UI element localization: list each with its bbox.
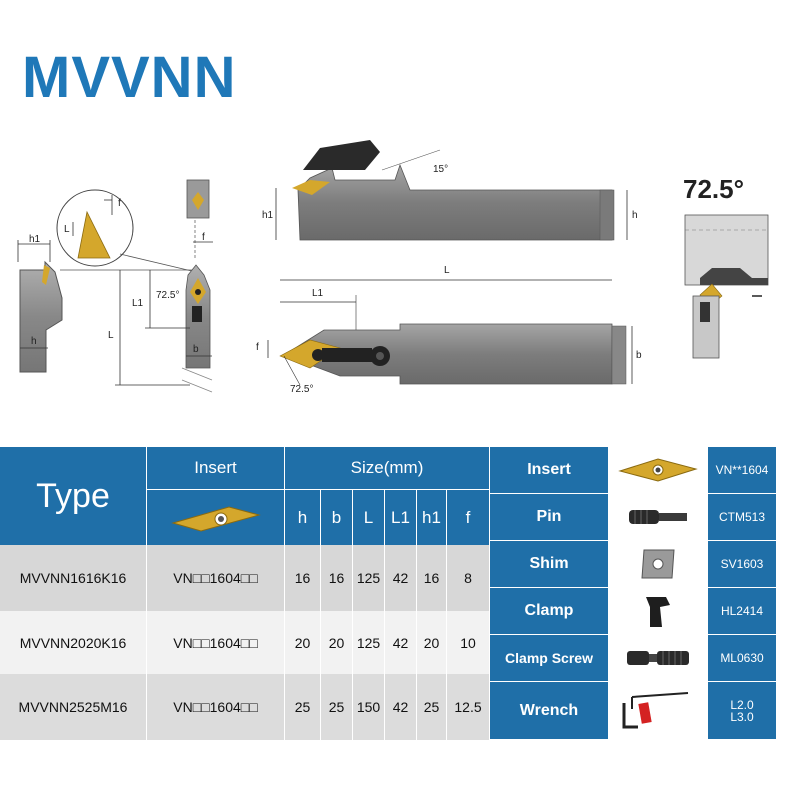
component-image: [610, 682, 706, 739]
h-label: h: [31, 336, 37, 347]
insert-image-cell: [147, 490, 284, 545]
clamp-icon: [646, 597, 670, 627]
component-image: [610, 447, 706, 493]
b-top-label: b: [636, 350, 642, 361]
table-cell-b: 16: [321, 545, 352, 611]
h1-side-label: h1: [262, 210, 274, 221]
component-label: Clamp Screw: [490, 635, 608, 681]
spec-table: Type Insert Size(mm) h b L L1 h1 f MVVNN…: [0, 447, 489, 740]
table-cell-l: 125: [353, 611, 384, 674]
component-row-insert: Insert VN**1604: [490, 447, 776, 494]
l-detail-label: L: [64, 224, 70, 235]
col-f: f: [447, 490, 489, 545]
clamp-screw-icon: [627, 651, 689, 665]
table-row-type: MVVNN2525M16: [0, 674, 146, 740]
page-title: MVVNN: [22, 45, 237, 110]
components-table: Insert VN**1604 Pin CTM513 Shim: [490, 447, 776, 740]
col-h1: h1: [417, 490, 446, 545]
side-view: 15° h1 h: [262, 140, 638, 241]
l1-front-label: L1: [132, 298, 144, 309]
f-detail-label: f: [118, 198, 121, 209]
component-code: VN**1604: [708, 447, 776, 493]
hex-wrench-icon: [622, 691, 689, 728]
top-view: L L1 f b 72.5°: [256, 265, 642, 395]
component-code: ML0630: [708, 635, 776, 681]
component-row-clamp-screw: Clamp Screw ML0630: [490, 635, 776, 682]
table-cell-h1: 25: [417, 674, 446, 740]
component-label: Pin: [490, 494, 608, 540]
pin-screw-icon: [629, 510, 687, 524]
component-row-wrench: Wrench L2.0 L3.0: [490, 682, 776, 740]
table-cell-h: 16: [285, 545, 320, 611]
h1-label: h1: [29, 234, 41, 245]
component-label: Insert: [490, 447, 608, 493]
col-b: b: [321, 490, 352, 545]
component-image: [610, 541, 706, 587]
table-cell-b: 20: [321, 611, 352, 674]
table-cell-h1: 16: [417, 545, 446, 611]
f-top-view-label: f: [256, 342, 259, 353]
b-front-label: b: [193, 344, 199, 355]
l-front-label: L: [108, 330, 114, 341]
component-code: HL2414: [708, 588, 776, 634]
angle-big-label: 72.5°: [683, 174, 744, 204]
angle-view: 72.5°: [683, 174, 769, 359]
insert-header: Insert: [147, 447, 284, 489]
component-row-shim: Shim SV1603: [490, 541, 776, 588]
table-cell-l1: 42: [385, 545, 416, 611]
table-cell-f: 8: [447, 545, 489, 611]
l-top-label: L: [444, 265, 450, 276]
h-side-label: h: [632, 210, 638, 221]
col-l: L: [353, 490, 384, 545]
component-label: Shim: [490, 541, 608, 587]
component-row-pin: Pin CTM513: [490, 494, 776, 541]
table-cell-l1: 42: [385, 674, 416, 740]
component-image: [610, 494, 706, 540]
left-detail-view: h1 h f L f b 72.5° L L1: [17, 179, 213, 393]
component-code: CTM513: [708, 494, 776, 540]
table-cell-h1: 20: [417, 611, 446, 674]
table-row-type: MVVNN2020K16: [0, 611, 146, 674]
table-cell-l1: 42: [385, 611, 416, 674]
component-row-clamp: Clamp HL2414: [490, 588, 776, 635]
table-cell-h: 25: [285, 674, 320, 740]
tool-holder-drawing: h1 h f L f b 72.5° L L1: [17, 140, 769, 395]
table-cell-f: 10: [447, 611, 489, 674]
ang-top-label: 72.5°: [290, 384, 313, 395]
diamond-insert-icon: [618, 458, 698, 482]
deg15-label: 15°: [433, 164, 448, 175]
component-image: [610, 588, 706, 634]
table-cell-l: 125: [353, 545, 384, 611]
type-header: Type: [0, 447, 146, 545]
table-row-type: MVVNN1616K16: [0, 545, 146, 611]
table-row-insert: VN□□1604□□: [147, 611, 284, 674]
component-code: SV1603: [708, 541, 776, 587]
table-cell-b: 25: [321, 674, 352, 740]
table-cell-l: 150: [353, 674, 384, 740]
col-l1: L1: [385, 490, 416, 545]
size-header: Size(mm): [285, 447, 489, 489]
component-image: [610, 635, 706, 681]
table-cell-f: 12.5: [447, 674, 489, 740]
l1-top-label: L1: [312, 288, 324, 299]
table-cell-h: 20: [285, 611, 320, 674]
component-label: Clamp: [490, 588, 608, 634]
col-h: h: [285, 490, 320, 545]
table-row-insert: VN□□1604□□: [147, 674, 284, 740]
component-label: Wrench: [490, 682, 608, 739]
table-row-insert: VN□□1604□□: [147, 545, 284, 611]
f-top-label: f: [202, 232, 205, 243]
ang-front-label: 72.5°: [156, 290, 179, 301]
component-code: L2.0 L3.0: [708, 682, 776, 739]
shim-plate-icon: [641, 549, 675, 579]
diamond-insert-icon: [170, 505, 261, 532]
